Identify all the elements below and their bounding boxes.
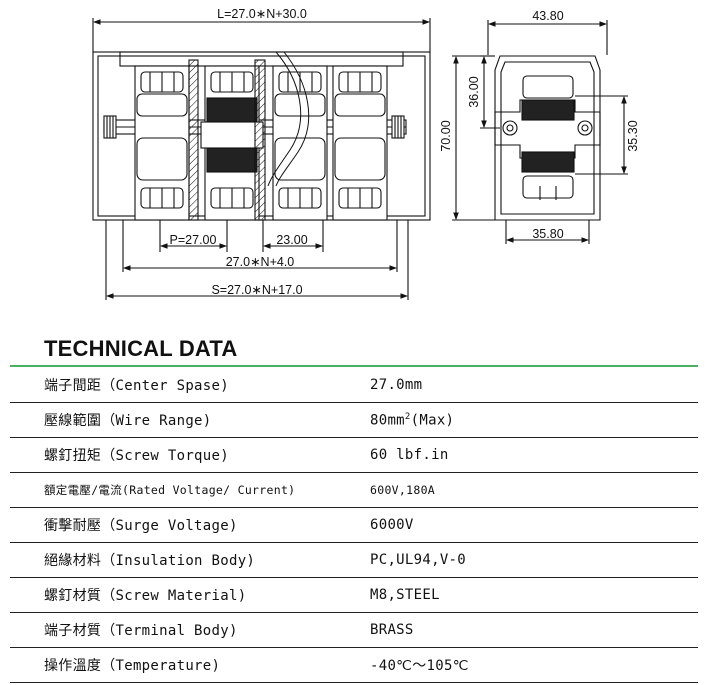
table-row: 衝擊耐壓（Surge Voltage) 6000V: [10, 507, 698, 543]
spec-label: 端子間距（Center Spase): [10, 368, 362, 403]
dim-height-35-label: 35.30: [626, 120, 640, 151]
title-rule: [10, 365, 698, 367]
dim-width-bottom-label: 35.80: [532, 227, 563, 241]
spec-label: 絕緣材料（Insulation Body): [10, 542, 362, 578]
table-row: 額定電壓/電流(Rated Voltage/ Current) 600V,180…: [10, 472, 698, 508]
spec-label: 端子材質（Terminal Body): [10, 612, 362, 648]
dim-23-label: 23.00: [276, 233, 307, 247]
spec-value-main: 80mm: [370, 412, 405, 429]
spec-value-suffix: (Max): [410, 412, 455, 429]
pole: [332, 65, 388, 221]
pole: [272, 65, 328, 221]
spec-value: BRASS: [362, 612, 698, 648]
spec-label: 螺釘材質（Screw Material): [10, 577, 362, 613]
table-row: 壓線範圍（Wire Range) 80mm2(Max): [10, 402, 698, 438]
table-row: 端子間距（Center Spase) 27.0mm: [10, 368, 698, 403]
dim-width-top-label: 43.80: [532, 9, 563, 23]
spec-label: 螺釘扭矩（Screw Torque): [10, 437, 362, 473]
pole: [134, 65, 190, 221]
table-row: 絕緣材料（Insulation Body) PC,UL94,V-0: [10, 542, 698, 578]
pole: [200, 65, 264, 221]
spec-value: 6000V: [362, 507, 698, 543]
spec-value: 60 lbf.in: [362, 437, 698, 473]
dim-length-label: L=27.0∗N+30.0: [217, 7, 307, 21]
dim-height-36-label: 36.00: [467, 76, 481, 107]
dim-mount-label: 27.0∗N+4.0: [226, 255, 295, 269]
spec-value: 600V,180A: [362, 472, 698, 508]
side-view: [452, 20, 628, 244]
spec-value: 80mm2(Max): [362, 402, 698, 438]
front-view: [92, 18, 431, 300]
spec-label: 衝擊耐壓（Surge Voltage): [10, 507, 362, 543]
spec-value-superscript: 2: [404, 411, 411, 422]
spec-value: M8,STEEL: [362, 577, 698, 613]
table-row: 端子材質（Terminal Body) BRASS: [10, 612, 698, 648]
spec-label: 壓線範圍（Wire Range): [10, 402, 362, 438]
spec-label: 操作溫度（Temperature): [10, 647, 362, 683]
spec-value: PC,UL94,V-0: [362, 542, 698, 578]
section-title: TECHNICAL DATA: [44, 336, 238, 361]
spec-value: 27.0mm: [362, 368, 698, 403]
dim-height-70-label: 70.00: [439, 120, 453, 151]
table-row: 操作溫度（Temperature) -40℃～105℃: [10, 647, 698, 683]
spec-value: -40℃～105℃: [362, 647, 698, 683]
spec-table: 端子間距（Center Spase) 27.0mm 壓線範圍（Wire Rang…: [10, 368, 698, 683]
spec-label: 額定電壓/電流(Rated Voltage/ Current): [10, 472, 362, 508]
dim-span-label: S=27.0∗N+17.0: [211, 283, 302, 297]
table-row: 螺釘扭矩（Screw Torque) 60 lbf.in: [10, 437, 698, 473]
dim-pitch-label: P=27.00: [170, 233, 217, 247]
table-row: 螺釘材質（Screw Material) M8,STEEL: [10, 577, 698, 613]
technical-drawing: L=27.0∗N+30.0 43.80 36.00 70.00 35.30 35…: [92, 7, 640, 300]
